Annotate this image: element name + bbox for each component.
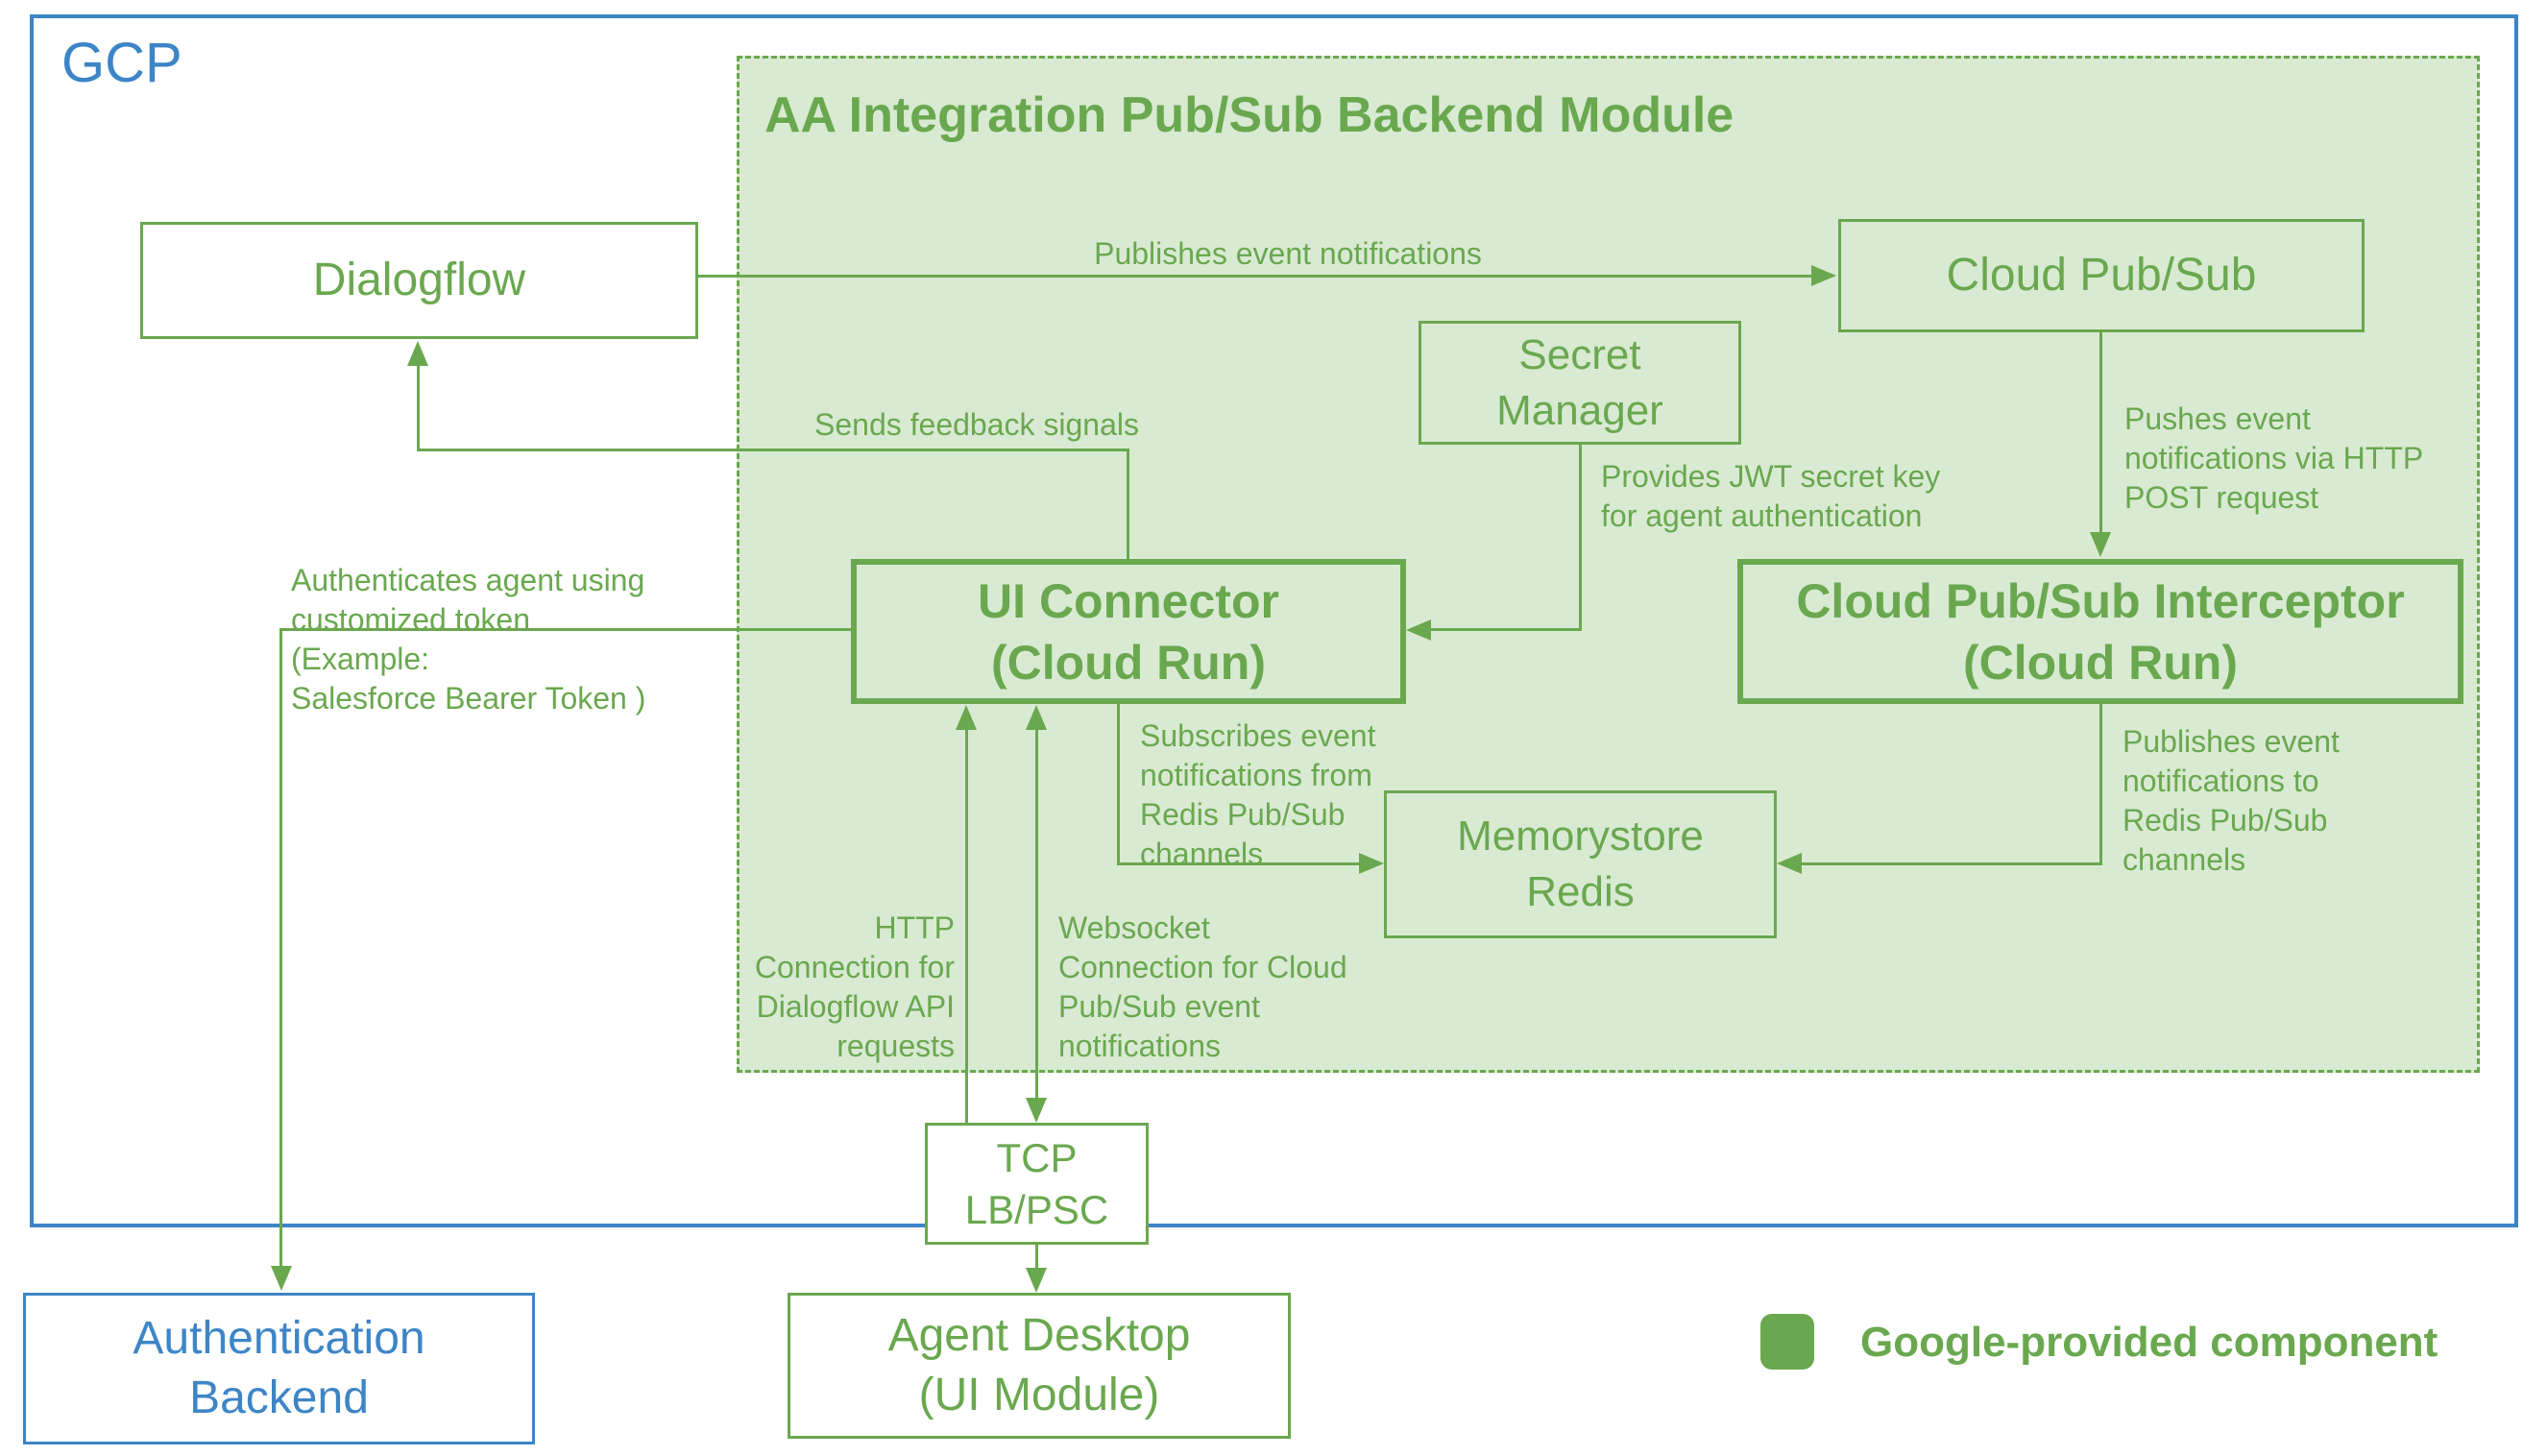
node-ui-connector-label: UI Connector — [978, 573, 1279, 628]
node-secret-manager: Secret Manager — [1419, 321, 1741, 445]
node-cloud-pubsub-label: Cloud Pub/Sub — [1946, 250, 2257, 301]
edge-http-label-line: requests — [837, 1029, 955, 1063]
edge-sub-from-redis-label: Subscribes event notifications from Redi… — [1140, 716, 1375, 874]
edge-feedback-line — [417, 449, 1129, 451]
edge-auth-label-line: Authenticates agent using — [291, 563, 645, 597]
edge-sub-from-redis-label-line: Redis Pub/Sub — [1140, 797, 1346, 832]
edge-sub-from-redis-line — [1117, 704, 1120, 865]
edge-http-label-line: Dialogflow API — [756, 989, 955, 1024]
node-tcp-lb-psc-label: LB/PSC — [964, 1186, 1109, 1232]
edge-sub-from-redis-arrowhead — [1359, 853, 1384, 874]
edge-push-label: Pushes event notifications via HTTP POST… — [2124, 400, 2423, 518]
node-authentication-backend: Authentication Backend — [23, 1293, 535, 1444]
edge-websocket-label-line: Websocket — [1058, 910, 1210, 945]
edge-jwt-line — [1429, 628, 1582, 631]
node-agent-desktop-label: (UI Module) — [918, 1370, 1160, 1420]
edge-push-label-line: POST request — [2124, 480, 2319, 515]
edge-auth-label-line: customized token — [291, 602, 531, 637]
node-pubsub-interceptor: Cloud Pub/Sub Interceptor (Cloud Run) — [1737, 559, 2463, 704]
gcp-boundary — [30, 14, 2518, 1227]
edge-publish-label: Publishes event notifications — [1094, 236, 1482, 271]
edge-push-label-line: notifications via HTTP — [2124, 441, 2424, 475]
edge-publish-line — [698, 275, 1813, 278]
legend-label: Google-provided component — [1860, 1319, 2438, 1366]
edge-websocket-line — [1035, 727, 1038, 1100]
edge-feedback-label: Sends feedback signals — [814, 407, 1139, 442]
edge-tcp-agent-arrowhead — [1026, 1268, 1047, 1293]
edge-pub-to-redis-label-line: notifications to — [2122, 764, 2319, 798]
edge-websocket-label-line: Connection for Cloud — [1058, 950, 1347, 984]
edge-pub-to-redis-label-line: Redis Pub/Sub — [2122, 803, 2328, 837]
node-tcp-lb-psc-label: TCP — [996, 1134, 1078, 1180]
edge-auth-label: Authenticates agent using customized tok… — [291, 561, 645, 718]
edge-jwt-label-line: Provides JWT secret key — [1601, 459, 1941, 494]
edge-pub-to-redis-arrowhead — [1777, 853, 1802, 874]
node-secret-manager-label: Manager — [1496, 386, 1663, 434]
edge-pub-to-redis-line — [2099, 704, 2102, 865]
edge-auth-label-line: Salesforce Bearer Token ) — [291, 681, 646, 716]
node-pubsub-interceptor-label: Cloud Pub/Sub Interceptor — [1796, 573, 2405, 628]
node-agent-desktop: Agent Desktop (UI Module) — [788, 1293, 1291, 1439]
edge-websocket-arrowhead — [1026, 1098, 1047, 1123]
edge-jwt-label-line: for agent authentication — [1601, 498, 1923, 533]
edge-http-label-line: Connection for — [754, 950, 955, 984]
edge-feedback-line — [1127, 449, 1129, 560]
node-dialogflow: Dialogflow — [140, 222, 698, 339]
node-memorystore-label: Redis — [1526, 868, 1635, 915]
edge-jwt-line — [1579, 445, 1582, 631]
edge-sub-from-redis-label-line: notifications from — [1140, 758, 1372, 792]
node-authentication-backend-label: Backend — [189, 1372, 369, 1423]
edge-feedback-line — [417, 364, 420, 450]
edge-tcp-agent-line — [1035, 1245, 1038, 1270]
node-cloud-pubsub: Cloud Pub/Sub — [1838, 219, 2365, 332]
node-ui-connector: UI Connector (Cloud Run) — [851, 559, 1406, 704]
node-secret-manager-label: Secret — [1518, 330, 1641, 378]
edge-websocket-label-line: Pub/Sub event — [1058, 989, 1260, 1024]
edge-websocket-label: Websocket Connection for Cloud Pub/Sub e… — [1058, 909, 1347, 1066]
node-memorystore-label: Memorystore — [1457, 813, 1704, 860]
edge-pub-to-redis-line — [1800, 862, 2102, 865]
edge-http-label: HTTP Connection for Dialogflow API reque… — [667, 909, 955, 1066]
edge-pub-to-redis-label-line: Publishes event — [2122, 724, 2340, 759]
node-dialogflow-label: Dialogflow — [312, 255, 526, 305]
node-agent-desktop-label: Agent Desktop — [887, 1310, 1191, 1361]
edge-jwt-label: Provides JWT secret key for agent authen… — [1601, 457, 1940, 536]
edge-websocket-arrowhead — [1026, 705, 1047, 730]
edge-auth-label-line: (Example: — [291, 642, 430, 676]
edge-publish-arrowhead — [1811, 265, 1836, 286]
edge-http-line — [965, 727, 968, 1123]
edge-sub-from-redis-line — [1117, 862, 1361, 865]
legend-swatch-google-component — [1760, 1314, 1814, 1370]
edge-websocket-label-line: notifications — [1058, 1029, 1221, 1063]
edge-feedback-arrowhead — [407, 341, 428, 366]
edge-http-label-line: HTTP — [874, 910, 955, 945]
edge-jwt-arrowhead — [1406, 619, 1431, 641]
edge-push-line — [2099, 332, 2102, 534]
edge-push-label-line: Pushes event — [2124, 401, 2311, 436]
node-authentication-backend-label: Authentication — [133, 1313, 425, 1364]
edge-pub-to-redis-label-line: channels — [2122, 842, 2246, 877]
pubsub-module-title: AA Integration Pub/Sub Backend Module — [764, 87, 1734, 143]
edge-push-arrowhead — [2090, 532, 2111, 557]
node-ui-connector-label: (Cloud Run) — [990, 635, 1266, 690]
gcp-label: GCP — [61, 32, 182, 94]
node-memorystore-redis: Memorystore Redis — [1384, 790, 1777, 938]
edge-sub-from-redis-label-line: channels — [1140, 837, 1264, 871]
edge-auth-line — [279, 628, 282, 1268]
edge-pub-to-redis-label: Publishes event notifications to Redis P… — [2122, 722, 2340, 880]
edge-auth-line — [279, 628, 851, 631]
node-tcp-lb-psc: TCP LB/PSC — [925, 1123, 1149, 1245]
edge-sub-from-redis-label-line: Subscribes event — [1140, 718, 1376, 753]
edge-http-arrowhead — [956, 705, 977, 730]
node-pubsub-interceptor-label: (Cloud Run) — [1962, 635, 2238, 690]
edge-auth-arrowhead — [271, 1266, 292, 1291]
